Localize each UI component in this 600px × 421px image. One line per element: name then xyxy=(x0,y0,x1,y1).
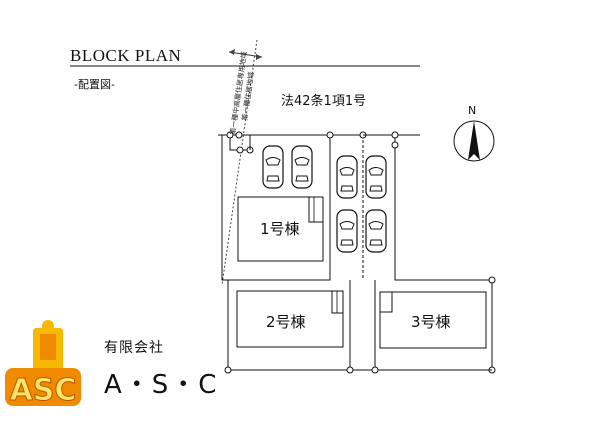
boundary-marker xyxy=(488,276,496,284)
asc-logo-text: ASC xyxy=(10,373,77,408)
car-icon xyxy=(336,155,358,199)
boundary-marker xyxy=(235,131,243,139)
building-1-porch xyxy=(308,196,324,223)
north-arrow-icon xyxy=(468,121,480,160)
boundary-marker xyxy=(346,366,354,374)
building-3-label: 3号棟 xyxy=(411,313,451,331)
car-icon xyxy=(262,145,284,189)
parking-cars xyxy=(262,145,387,253)
building-3-porch xyxy=(379,291,393,313)
car-icon xyxy=(291,145,313,189)
boundary-marker xyxy=(226,131,234,139)
car-icon xyxy=(365,155,387,199)
zone-arrow-left-icon xyxy=(229,49,235,55)
building-3 xyxy=(379,291,487,349)
company-name: 有限会社 xyxy=(104,340,164,356)
lot-3-boundary xyxy=(363,134,493,370)
plan-title: BLOCK PLAN xyxy=(70,46,182,65)
building-2-label: 2号棟 xyxy=(266,313,306,331)
building-1-label: 1号棟 xyxy=(260,220,300,238)
building-2-porch xyxy=(331,290,344,314)
asc-logo-icon xyxy=(5,320,81,406)
plan-subtitle: -配置図- xyxy=(74,78,115,91)
zone-boundary-line xyxy=(221,39,258,286)
site-left-boundary xyxy=(221,135,228,281)
car-icon xyxy=(365,209,387,253)
boundary-marker xyxy=(371,366,379,374)
building-2 xyxy=(236,290,344,348)
boundary-marker xyxy=(224,366,232,374)
car-icon xyxy=(336,209,358,253)
boundary-marker xyxy=(391,141,399,149)
boundary-marker xyxy=(326,131,334,139)
company-mark: A・S・C xyxy=(104,370,219,400)
north-label: N xyxy=(468,104,477,117)
road-classification-label: 法42条1項1号 xyxy=(281,94,367,109)
boundary-marker xyxy=(391,131,399,139)
boundary-marker xyxy=(236,146,244,154)
zone-arrow-right-icon xyxy=(256,54,262,60)
